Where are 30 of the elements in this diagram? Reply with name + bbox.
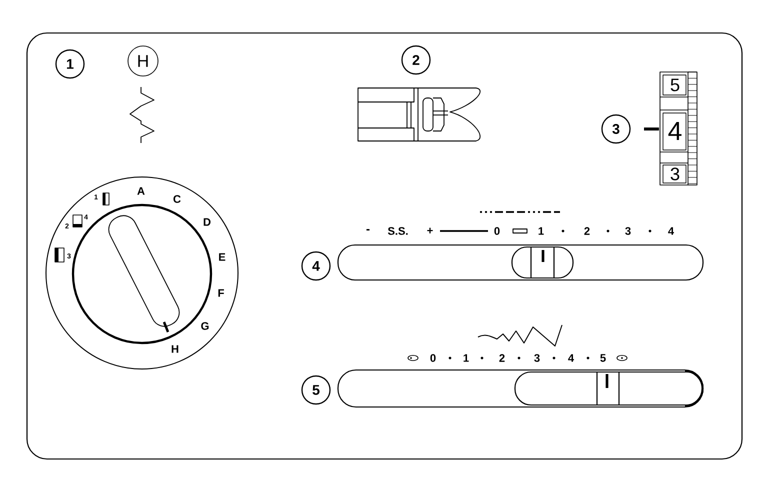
- scale-label: 5: [600, 354, 606, 362]
- scale-label: 4: [668, 227, 674, 235]
- dial-label: C: [174, 195, 181, 203]
- scale-label: 4: [568, 354, 574, 362]
- tension-number: 5: [670, 78, 680, 92]
- tension-number: 4: [668, 122, 682, 140]
- scale-label: 3: [534, 354, 540, 362]
- dial-label: E: [219, 253, 226, 261]
- scale-label: S.S.: [388, 227, 408, 235]
- callout-number: H: [128, 46, 158, 76]
- scale-label: 0: [494, 227, 500, 235]
- scale-label: 2: [499, 354, 505, 362]
- dial-label: F: [218, 289, 224, 297]
- callout-number: 2: [401, 45, 431, 75]
- tension-number: 3: [670, 168, 680, 180]
- callout-number: 1: [55, 49, 85, 79]
- scale-label: 1: [538, 227, 544, 235]
- scale-label: 1: [464, 354, 469, 362]
- dial-label: H: [172, 345, 178, 353]
- callout-number: 4: [301, 251, 331, 281]
- scale-label: 2: [584, 227, 590, 235]
- scale-label: 3: [625, 227, 631, 235]
- callout-number: 5: [301, 375, 331, 405]
- callout-number: 3: [601, 114, 631, 144]
- dial-label: D: [204, 218, 211, 226]
- scale-label: -: [366, 229, 370, 230]
- scale-label: 0: [430, 354, 436, 362]
- scale-label: +: [427, 228, 433, 234]
- dial-label: A: [137, 187, 145, 195]
- dial-label: G: [201, 322, 209, 330]
